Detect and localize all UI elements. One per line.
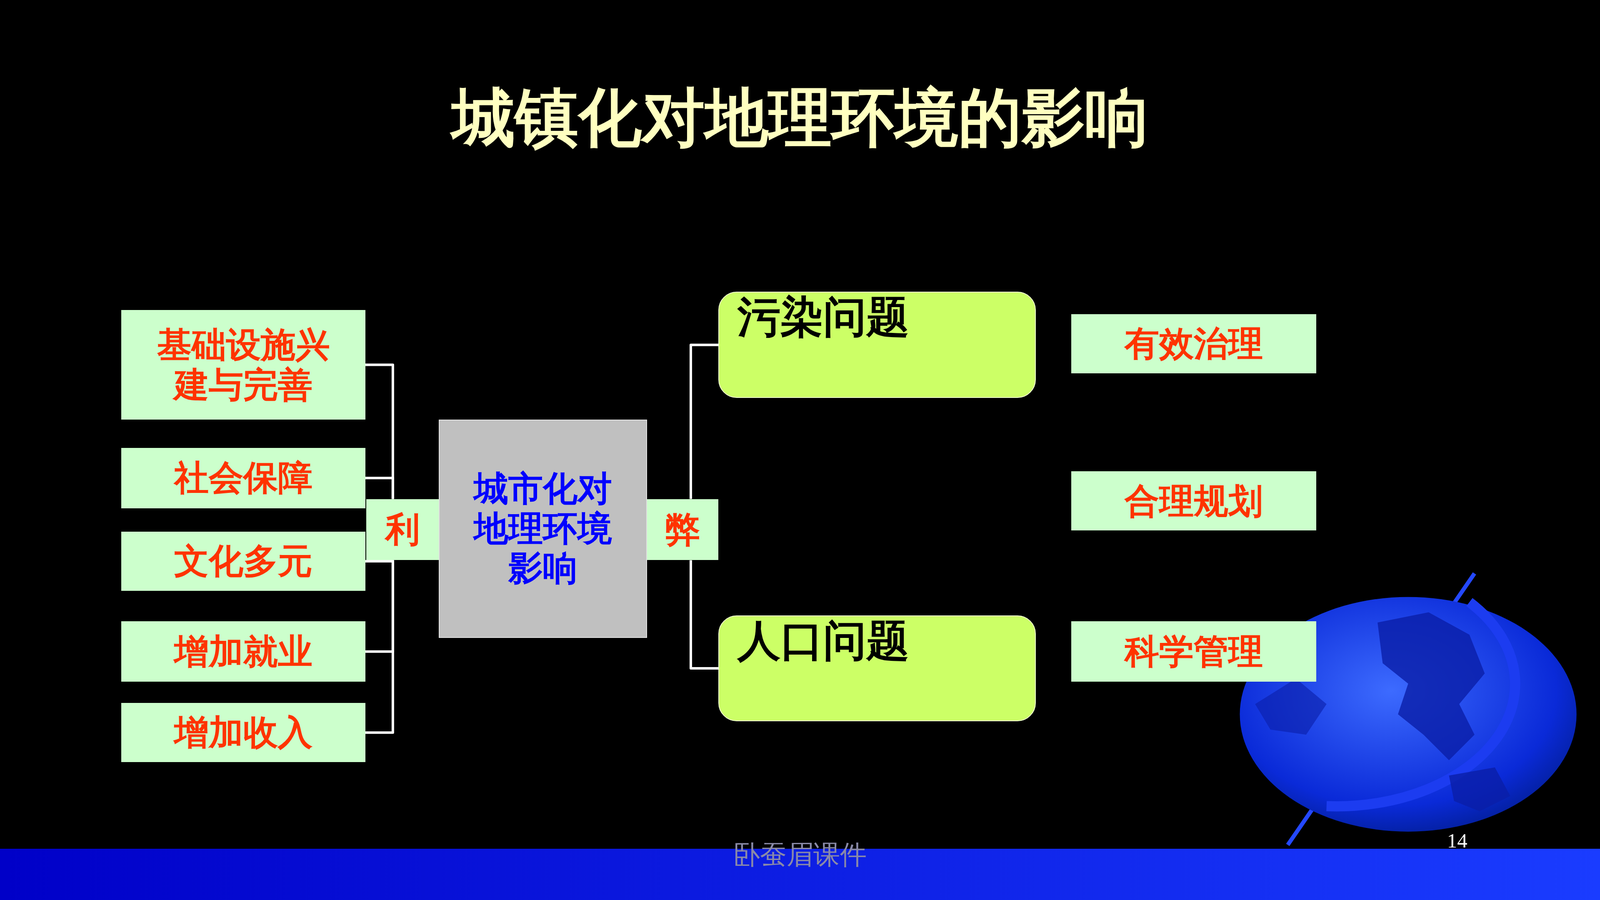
box-text: 文化多元 bbox=[174, 541, 313, 582]
box-text: 增加就业 bbox=[174, 631, 313, 672]
bracket-connector bbox=[365, 477, 393, 499]
bracket-connector bbox=[365, 560, 393, 561]
bracket-connector bbox=[365, 560, 393, 733]
benefit-box: 增加收入 bbox=[121, 702, 365, 763]
box-text: 污染问题 bbox=[719, 292, 910, 342]
benefit-box: 增加就业 bbox=[121, 621, 365, 682]
bracket-connector bbox=[690, 345, 719, 500]
box-text: 基础设施兴建与完善 bbox=[151, 325, 335, 405]
solution-box: 科学管理 bbox=[1071, 621, 1317, 682]
box-text: 合理规划 bbox=[1124, 481, 1263, 522]
globe-illustration bbox=[1240, 573, 1577, 845]
bracket-connector bbox=[365, 560, 393, 652]
problem-box: 人口问题 bbox=[718, 615, 1036, 722]
slide-title: 城镇化对地理环境的影响 bbox=[0, 81, 1600, 155]
solution-box: 有效治理 bbox=[1071, 314, 1317, 374]
central-topic-box: 城市化对地理环境影响 bbox=[438, 419, 648, 638]
bracket-connector bbox=[690, 560, 719, 669]
box-text: 增加收入 bbox=[174, 712, 313, 753]
solution-box: 合理规划 bbox=[1071, 471, 1317, 531]
pro-label-box: 利 bbox=[366, 499, 439, 561]
box-text: 城市化对地理环境影响 bbox=[468, 468, 618, 589]
box-text: 人口问题 bbox=[719, 616, 910, 666]
benefit-box: 社会保障 bbox=[121, 447, 365, 508]
box-text: 弊 bbox=[665, 509, 700, 550]
problem-box: 污染问题 bbox=[718, 291, 1036, 398]
box-text: 有效治理 bbox=[1124, 323, 1263, 364]
benefit-box: 基础设施兴建与完善 bbox=[121, 310, 365, 420]
page-number: 14 bbox=[1447, 830, 1468, 851]
benefit-box: 文化多元 bbox=[121, 531, 365, 591]
box-text: 利 bbox=[385, 509, 420, 550]
box-text: 科学管理 bbox=[1124, 631, 1263, 672]
bracket-connector bbox=[365, 365, 393, 500]
con-label-box: 弊 bbox=[647, 499, 719, 561]
box-text: 社会保障 bbox=[174, 457, 313, 498]
watermark: 卧蚕眉课件 bbox=[733, 841, 867, 869]
